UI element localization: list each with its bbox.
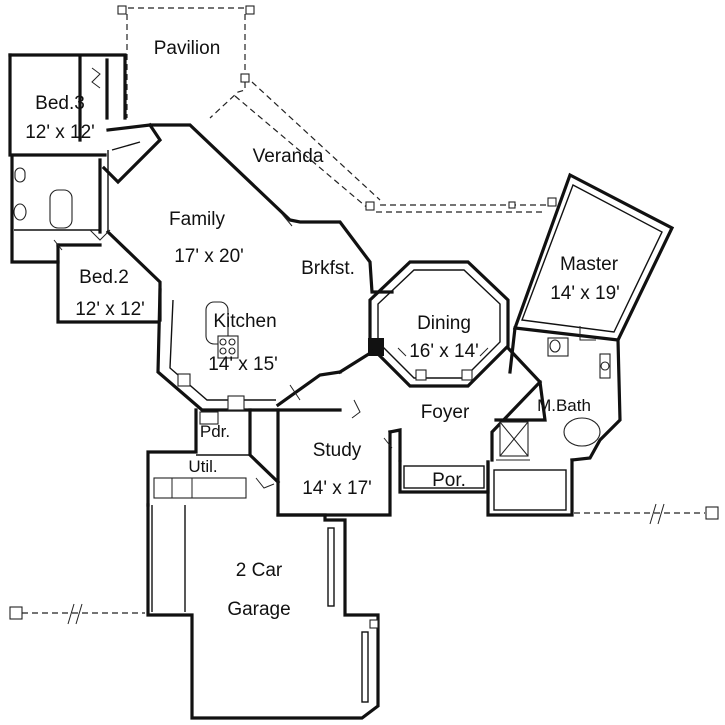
kitchen-walls [156, 288, 342, 412]
exterior-lines [9, 503, 719, 625]
bath-1 [10, 150, 109, 264]
bed2-name: Bed.2 [79, 267, 129, 288]
study-walls [275, 370, 393, 517]
garage-name: 2 Car [236, 560, 283, 581]
pavilion-label: Pavilion [154, 38, 221, 59]
pdr-label: Pdr. [200, 422, 230, 441]
mbath-walls [494, 337, 622, 462]
util-label: Util. [188, 457, 217, 476]
master-size: 14' x 19' [550, 283, 620, 304]
pdr-util-walls [146, 408, 281, 507]
study-name: Study [313, 440, 362, 461]
veranda-outline [209, 81, 557, 213]
garage-walls [146, 503, 380, 720]
foyer-label: Foyer [421, 402, 470, 423]
study-size: 14' x 17' [302, 478, 372, 499]
family-size: 17' x 20' [174, 246, 244, 267]
dining-name: Dining [417, 313, 471, 334]
porch [398, 458, 574, 517]
por-label: Por. [432, 470, 466, 491]
bed2-size: 12' x 12' [75, 299, 145, 320]
bed3-walls [8, 53, 127, 157]
dining-walls [368, 260, 510, 388]
foyer-walls [337, 345, 543, 462]
family-walls [101, 122, 394, 294]
garage-size: Garage [227, 599, 290, 620]
mbath-label: M.Bath [537, 396, 591, 415]
master-name: Master [560, 254, 619, 275]
bed3-name: Bed.3 [35, 93, 85, 114]
kitchen-name: Kitchen [213, 311, 276, 332]
veranda-label: Veranda [253, 146, 324, 167]
bed3-size: 12' x 12' [25, 122, 95, 143]
kitchen-size: 14' x 15' [208, 354, 278, 375]
pavilion-outline [117, 5, 255, 118]
dining-size: 16' x 14' [409, 341, 479, 362]
brkfst-label: Brkfst. [301, 258, 355, 279]
family-name: Family [169, 209, 225, 230]
